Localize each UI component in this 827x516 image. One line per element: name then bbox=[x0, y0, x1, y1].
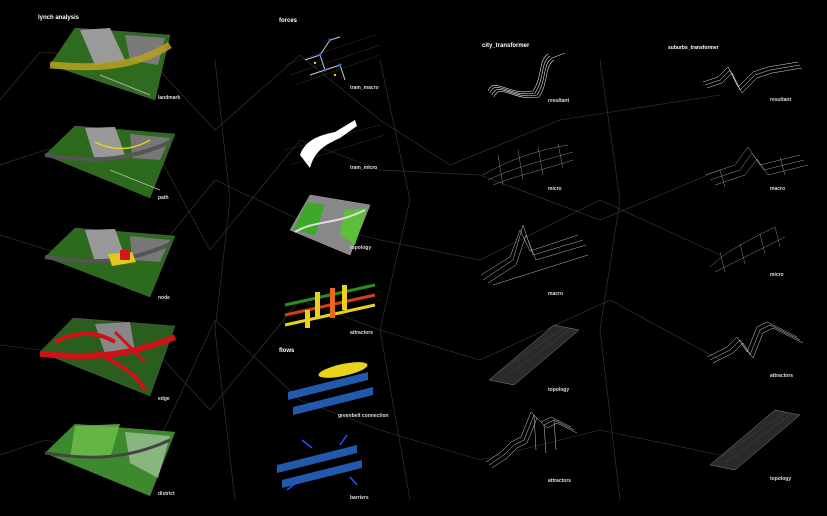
suburbs-topology-wireframe bbox=[709, 409, 801, 470]
suburbs-label-resultant: resultant bbox=[770, 97, 792, 103]
forces-label-tram-micro: tram_micro bbox=[350, 165, 378, 171]
suburbs-label-micro: micro bbox=[770, 272, 784, 278]
lynch-label-node: node bbox=[158, 295, 170, 301]
city-macro-wireframe bbox=[480, 224, 588, 286]
suburbs-label-macro: macro bbox=[770, 186, 786, 192]
landmark-map-tile bbox=[49, 27, 172, 101]
tram-micro-tile bbox=[285, 120, 385, 168]
suburbs-micro-wireframe bbox=[709, 226, 786, 273]
node-map-tile bbox=[44, 227, 176, 298]
barriers-tile bbox=[277, 434, 362, 491]
forces-label-tram-macro: tram_macro bbox=[350, 85, 379, 91]
flows-header: flows bbox=[279, 348, 295, 354]
suburbs-attractors-wireframe bbox=[706, 321, 804, 364]
city-attractors-wireframe bbox=[485, 411, 578, 469]
topology-tile bbox=[289, 194, 371, 256]
city-label-resultant: resultant bbox=[548, 98, 570, 104]
city-resultant-wireframe bbox=[487, 52, 566, 99]
city-transformer-header: city_transformer bbox=[482, 43, 530, 49]
flows-label-barriers: barriers bbox=[350, 495, 369, 501]
greenbelt-connection-tile bbox=[288, 362, 373, 415]
lynch-label-district: district bbox=[158, 491, 175, 497]
city-label-topology: topology bbox=[548, 387, 570, 393]
city-label-macro: macro bbox=[548, 291, 564, 297]
lynch-label-landmark: landmark bbox=[158, 95, 181, 101]
tram-macro-tile bbox=[285, 34, 380, 86]
lynch-label-path: path bbox=[158, 195, 169, 201]
flows-label-greenbelt-connection: greenbelt connection bbox=[338, 413, 389, 419]
forces-label-attractors: attractors bbox=[350, 330, 374, 336]
suburbs-label-attractors: attractors bbox=[770, 373, 794, 379]
suburbs-transformer-header: suburbs_transformer bbox=[668, 45, 719, 51]
attractors-tile bbox=[284, 283, 376, 328]
forces-label-topology: topology bbox=[350, 245, 372, 251]
edge-map-tile bbox=[39, 317, 177, 397]
suburbs-resultant-wireframe bbox=[702, 61, 803, 94]
path-map-tile bbox=[44, 125, 176, 199]
lynch-label-edge: edge bbox=[158, 396, 170, 402]
city-topology-wireframe bbox=[488, 324, 580, 385]
district-map-tile bbox=[44, 423, 176, 497]
city-label-micro: micro bbox=[548, 186, 562, 192]
forces-header: forces bbox=[279, 18, 298, 24]
suburbs-label-topology: topology bbox=[770, 476, 792, 482]
lynch-analysis-header: lynch analysis bbox=[38, 15, 80, 21]
city-micro-wireframe bbox=[482, 143, 574, 186]
suburbs-macro-wireframe bbox=[704, 146, 809, 188]
city-label-attractors: attractors bbox=[548, 478, 572, 484]
